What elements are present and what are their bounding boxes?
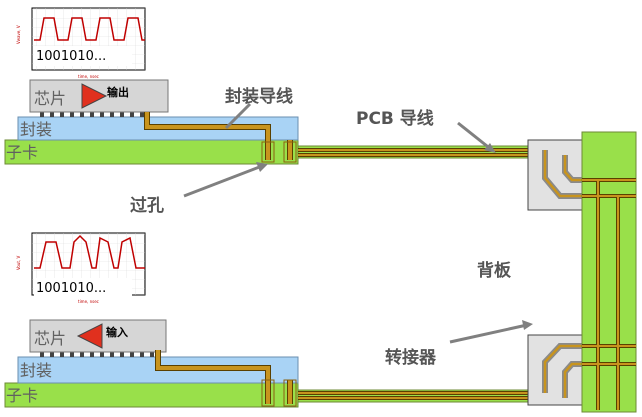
top-wave-xlabel: time, nsec: [78, 74, 99, 79]
receiver-triangle-icon: [76, 323, 103, 349]
bottom-wave-ylabel: Vout, V: [16, 255, 21, 270]
backplane-board: [581, 131, 637, 413]
top-connector: [527, 139, 585, 211]
bottom-package-label: 封装: [20, 361, 52, 380]
package-trace-label: 封装导线: [225, 86, 293, 107]
via-label: 过孔: [130, 196, 164, 216]
bottom-card-label: 子卡: [6, 386, 38, 405]
bottom-wave-xlabel: time, nsec: [78, 299, 99, 304]
top-package-label: 封装: [20, 120, 52, 139]
top-wave-ylabel: Vwave, V: [16, 25, 21, 44]
top-waveform: Vwave, V time, nsec 1001010...: [16, 7, 146, 79]
bottom-io-label: 输入: [106, 325, 128, 339]
backplane-label: 背板: [477, 260, 512, 281]
top-card-label: 子卡: [6, 143, 38, 162]
top-bit-pattern: 1001010...: [36, 49, 106, 64]
bottom-bit-pattern: 1001010...: [36, 281, 106, 296]
connector-label: 转接器: [385, 347, 437, 368]
driver-triangle-icon: [81, 83, 108, 109]
bottom-waveform: Vout, V time, nsec 1001010...: [16, 232, 146, 304]
top-io-label: 输出: [107, 85, 129, 99]
bottom-daughter-card: [4, 382, 299, 408]
pcb-trace-label: PCB 导线: [356, 108, 434, 129]
top-chip-label: 芯片: [34, 89, 66, 108]
bottom-chip-label: 芯片: [34, 329, 66, 348]
top-daughter-card: [4, 139, 299, 165]
